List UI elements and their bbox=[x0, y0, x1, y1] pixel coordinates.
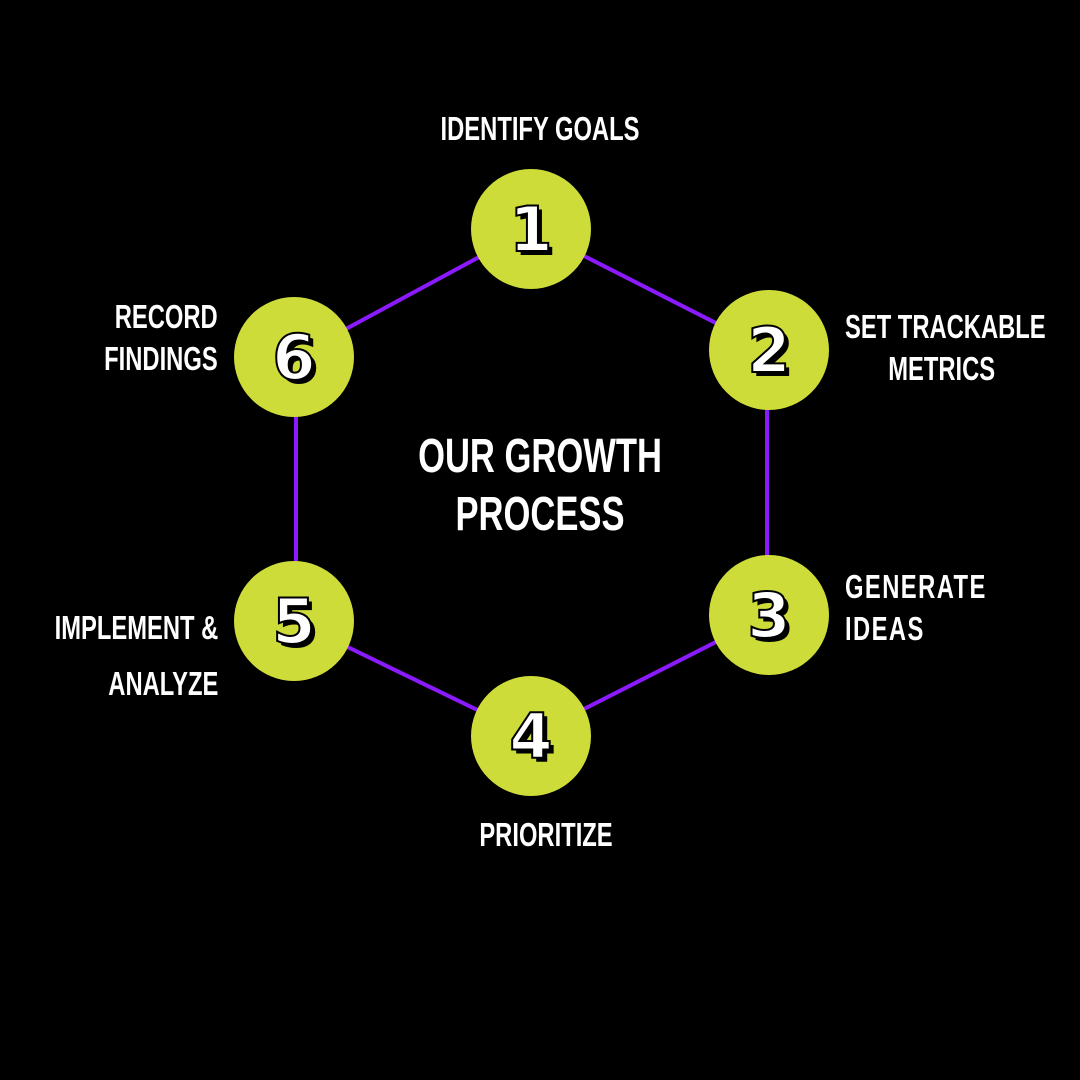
step-number-1: 1 bbox=[508, 192, 553, 267]
step-node-1 bbox=[471, 169, 591, 289]
step-node-3 bbox=[709, 555, 829, 675]
step-node-5 bbox=[234, 561, 354, 681]
step-node-6 bbox=[234, 297, 354, 417]
step-node-2 bbox=[709, 290, 829, 410]
step-label-5: IMPLEMENT & ANALYZE bbox=[54, 600, 218, 712]
step-node-4 bbox=[471, 676, 591, 796]
step-number-5: 5 bbox=[271, 584, 316, 659]
label-line: METRICS bbox=[888, 350, 996, 387]
step-label-1: IDENTIFY GOALS bbox=[396, 108, 684, 150]
label-line: IDENTIFY GOALS bbox=[440, 110, 640, 147]
title-line-1: OUR GROWTH bbox=[418, 430, 662, 483]
step-label-3: GENERATE IDEAS bbox=[845, 566, 987, 650]
label-line: IDEAS bbox=[845, 610, 925, 647]
step-label-4: PRIORITIZE bbox=[402, 814, 690, 856]
step-number-2: 2 bbox=[746, 313, 791, 388]
label-line: PRIORITIZE bbox=[479, 816, 613, 853]
label-line: ANALYZE bbox=[107, 665, 218, 702]
label-line: FINDINGS bbox=[104, 340, 218, 377]
step-number-4: 4 bbox=[508, 699, 553, 774]
step-number-3: 3 bbox=[746, 578, 791, 653]
title-line-2: PROCESS bbox=[455, 488, 625, 541]
label-line: SET TRACKABLE bbox=[845, 308, 1046, 345]
step-number-6: 6 bbox=[271, 320, 316, 395]
label-line: IMPLEMENT & bbox=[54, 609, 218, 646]
diagram-title: OUR GROWTH PROCESS bbox=[396, 428, 684, 544]
label-line: GENERATE bbox=[845, 568, 987, 605]
step-label-2: SET TRACKABLE METRICS bbox=[845, 306, 1046, 390]
step-label-6: RECORD FINDINGS bbox=[104, 296, 218, 380]
label-line: RECORD bbox=[115, 298, 218, 335]
